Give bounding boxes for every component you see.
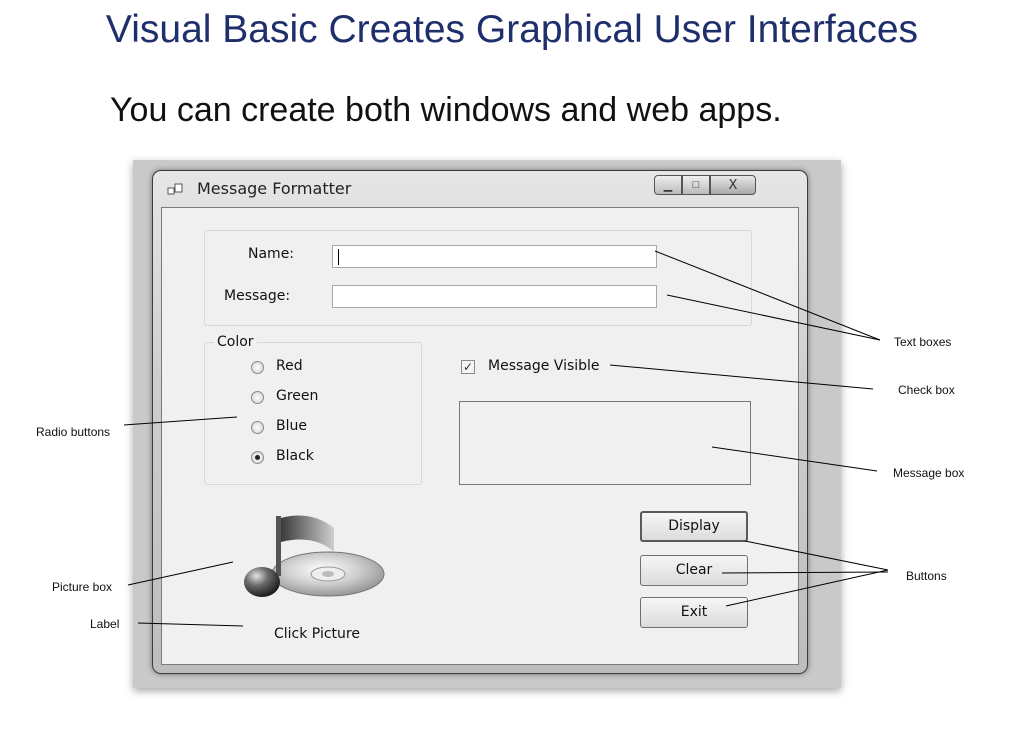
name-textbox[interactable] (332, 245, 657, 268)
display-button[interactable]: Display (640, 511, 748, 542)
radio-blue[interactable] (251, 421, 264, 434)
callout-message-box: Message box (893, 466, 965, 480)
message-textbox[interactable] (332, 285, 657, 308)
radio-red-label: Red (276, 358, 303, 374)
slide-title: Visual Basic Creates Graphical User Inte… (105, 8, 919, 51)
message-visible-label: Message Visible (488, 358, 600, 374)
message-visible-checkbox[interactable]: ✓ (461, 360, 475, 374)
exit-button[interactable]: Exit (640, 597, 748, 628)
maximize-button[interactable]: □ (682, 175, 710, 195)
radio-green[interactable] (251, 391, 264, 404)
window-title: Message Formatter (197, 179, 352, 198)
callout-picture-box: Picture box (52, 580, 113, 594)
callout-text-boxes: Text boxes (894, 335, 952, 349)
message-label: Message: (224, 288, 291, 304)
radio-red[interactable] (251, 361, 264, 374)
close-button[interactable]: X (710, 175, 756, 195)
text-caret (338, 249, 339, 265)
window-controls: ▁ □ X (654, 175, 756, 195)
slide-subtitle: You can create both windows and web apps… (110, 91, 782, 129)
radio-black-label: Black (276, 448, 314, 464)
callout-check-box: Check box (898, 383, 955, 397)
message-formatter-window: Message Formatter ▁ □ X Name: Message: C… (152, 170, 808, 674)
clear-button[interactable]: Clear (640, 555, 748, 586)
radio-green-label: Green (276, 388, 319, 404)
color-group-box (204, 342, 422, 485)
name-label: Name: (248, 246, 295, 262)
music-note-cd-icon (244, 515, 385, 597)
check-mark-icon: ✓ (462, 360, 474, 374)
click-picture-label: Click Picture (274, 626, 360, 642)
callout-label: Label (90, 617, 120, 631)
radio-blue-label: Blue (276, 418, 307, 434)
radio-black[interactable] (251, 451, 264, 464)
callout-buttons: Buttons (906, 569, 947, 583)
form-client-area: Name: Message: Color Red Green Blue Blac… (161, 207, 799, 665)
color-group-label: Color (214, 334, 257, 350)
window-app-icon (167, 183, 183, 195)
minimize-button[interactable]: ▁ (654, 175, 682, 195)
callout-radio-buttons: Radio buttons (36, 425, 111, 439)
message-box (459, 401, 751, 485)
